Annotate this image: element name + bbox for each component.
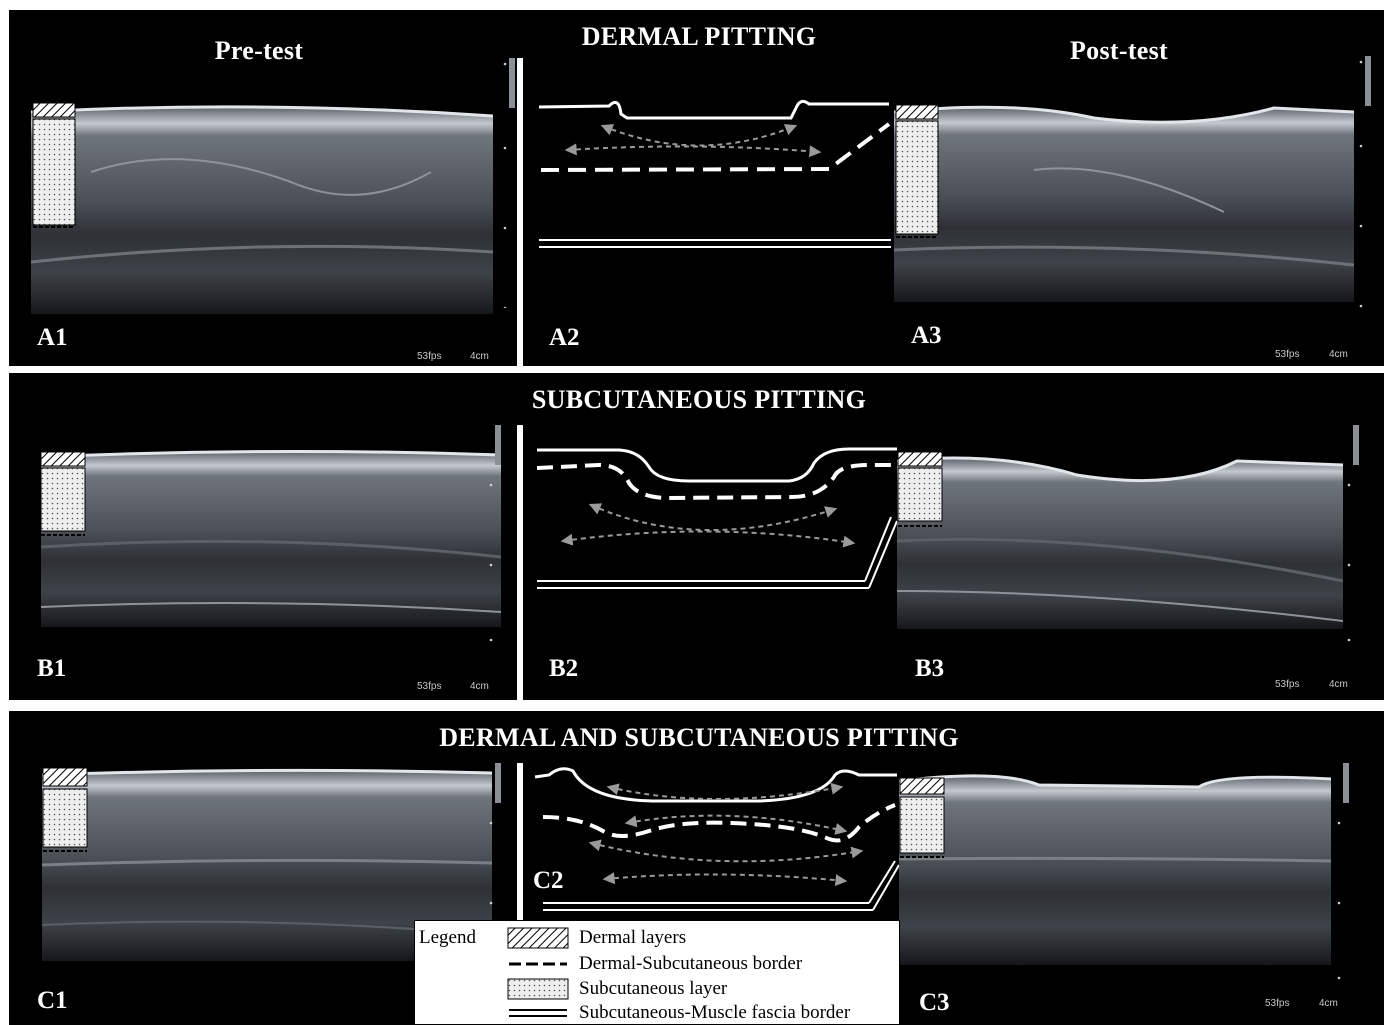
ultrasound-b3 [897, 451, 1343, 629]
label-c2: C2 [533, 867, 564, 895]
scale-bar-a1 [503, 58, 517, 308]
double-line-icon [507, 1002, 569, 1024]
ultrasound-c3 [899, 769, 1331, 965]
fps-readout-a3: 53fps [1275, 349, 1299, 360]
hatched-box-icon [507, 927, 569, 949]
layer-box-a1 [32, 102, 76, 232]
label-a3: A3 [911, 322, 942, 350]
label-c1: C1 [37, 987, 68, 1015]
depth-readout-a1: 4cm [470, 351, 489, 362]
layer-box-a3 [895, 104, 939, 244]
ultrasound-a3 [894, 100, 1354, 302]
depth-readout-a3: 4cm [1329, 349, 1348, 360]
label-a2: A2 [549, 324, 580, 352]
divider-a [517, 58, 523, 366]
depth-readout-b3: 4cm [1329, 679, 1348, 690]
legend-title: Legend [419, 927, 476, 949]
pre-test-header: Pre-test [189, 36, 329, 66]
row-a-panel: Pre-test DERMAL PITTING Post-test A1 A2 … [9, 10, 1384, 366]
schematic-b2 [529, 443, 899, 603]
schematic-c2 [529, 761, 899, 921]
dermal-pitting-title: DERMAL PITTING [529, 22, 869, 52]
divider-b [517, 425, 523, 700]
fps-readout-b3: 53fps [1275, 679, 1299, 690]
depth-readout-c3: 4cm [1319, 998, 1338, 1009]
legend-label-subcutaneous-muscle-fascia-border: Subcutaneous-Muscle fascia border [579, 1002, 850, 1024]
layer-box-b1 [40, 451, 86, 543]
layer-box-c3 [899, 777, 945, 863]
legend-label-subcutaneous-layer: Subcutaneous layer [579, 978, 727, 1000]
dashed-line-icon [507, 953, 569, 975]
label-a1: A1 [37, 324, 68, 352]
ultrasound-a1 [31, 102, 493, 314]
scale-bar-b1 [489, 425, 503, 645]
scale-bar-c3 [1337, 763, 1351, 1003]
legend-label-dermal-layers: Dermal layers [579, 927, 686, 949]
scale-bar-a3 [1359, 56, 1373, 316]
label-b2: B2 [549, 655, 578, 683]
label-c3: C3 [919, 989, 950, 1017]
scale-bar-b3 [1347, 425, 1361, 645]
fps-readout-b1: 53fps [417, 681, 441, 692]
subcutaneous-pitting-title: SUBCUTANEOUS PITTING [449, 385, 949, 415]
layer-box-c1 [42, 767, 88, 857]
legend-label-dermal-subcutaneous-border: Dermal-Subcutaneous border [579, 953, 802, 975]
schematic-a2 [529, 90, 899, 270]
label-b3: B3 [915, 655, 944, 683]
fps-readout-c3: 53fps [1265, 998, 1289, 1009]
legend: Legend Dermal layers Dermal-Subcutaneous… [414, 920, 900, 1025]
layer-box-b3 [897, 451, 943, 533]
label-b1: B1 [37, 655, 66, 683]
dotted-box-icon [507, 978, 569, 1000]
dermal-and-subcutaneous-pitting-title: DERMAL AND SUBCUTANEOUS PITTING [389, 723, 1009, 753]
fps-readout-a1: 53fps [417, 351, 441, 362]
ultrasound-b1 [41, 447, 501, 627]
post-test-header: Post-test [1049, 36, 1189, 66]
divider-c [517, 763, 523, 923]
row-b-panel: SUBCUTANEOUS PITTING [9, 373, 1384, 700]
depth-readout-b1: 4cm [470, 681, 489, 692]
